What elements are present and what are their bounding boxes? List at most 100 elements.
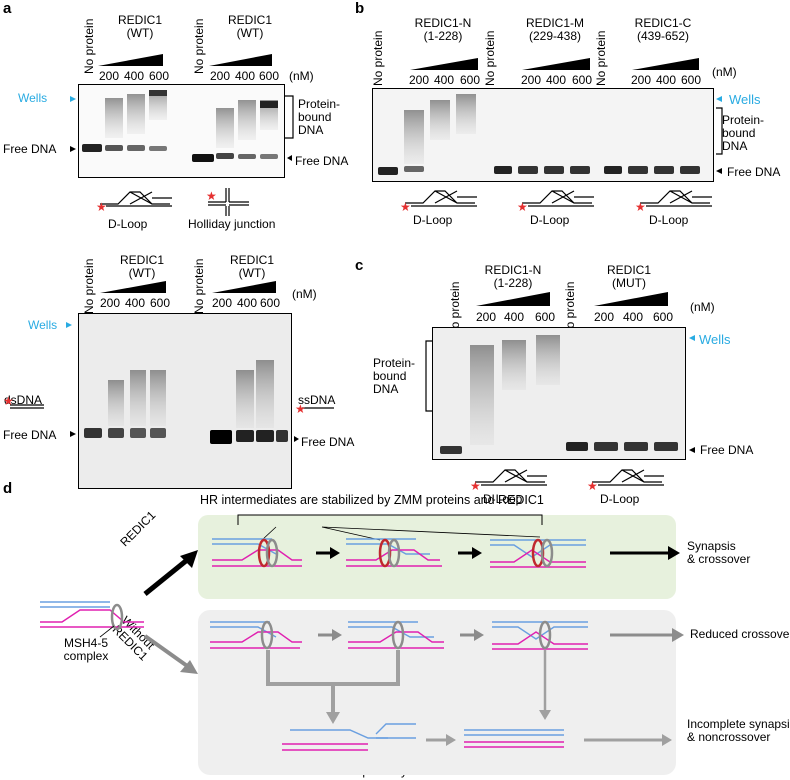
a-free-arrow-4 — [294, 436, 299, 442]
a-ssdna: ssDNA — [298, 393, 336, 407]
d-destab: Destabilization of HR intermediates — [202, 689, 314, 715]
d-destab-down-head — [326, 712, 340, 724]
a-wells-2: Wells — [28, 318, 58, 332]
b-wedge-3 — [632, 58, 699, 70]
a-wells-1: Wells — [18, 91, 48, 105]
a-group3-title: REDIC1 (WT) — [112, 254, 172, 280]
d-redic1-arrow-label: REDIC1 — [117, 508, 159, 550]
a-bracket — [285, 95, 294, 139]
d-gray-arrow-2-head — [474, 629, 484, 641]
a-dloop-star: ★ — [96, 200, 107, 214]
b-c400-1: 400 — [434, 73, 455, 87]
a-wedge-3 — [100, 281, 166, 293]
gel-a-bottom — [78, 313, 292, 489]
a-group2-title: REDIC1 (WT) — [220, 14, 280, 40]
c-g1-line1: REDIC1-N — [484, 263, 542, 277]
b-g2-line2: (229-438) — [528, 29, 582, 43]
c-g2-line1: REDIC1 — [606, 263, 651, 277]
d-step-dna-synthesis: DNA synthesis — [217, 584, 296, 598]
b-pb-line2: bound — [722, 126, 756, 140]
panel-d-label: d — [3, 480, 13, 497]
b-g3-title: REDIC1-C (439-652) — [628, 17, 698, 43]
c-g2-title: REDIC1 (MUT) — [594, 264, 664, 290]
d-synapsis-line1: Synapsis — [687, 539, 736, 553]
a-group2-title-line1: REDIC1 — [227, 13, 272, 27]
a-conc-200-3: 200 — [100, 296, 121, 310]
b-free-dna: Free DNA — [727, 165, 781, 179]
a-group2-title-line2: (WT) — [236, 26, 264, 40]
a-free-arrow-3 — [70, 431, 76, 437]
a-hj-star: ★ — [206, 189, 217, 203]
c-pb-line1: Protein- — [373, 356, 416, 370]
b-dloop-1: D-Loop — [413, 213, 453, 227]
a-wedge-2 — [209, 54, 272, 66]
d-gray-int-1 — [210, 620, 302, 650]
b-star-3: ★ — [635, 200, 646, 214]
a-dloop: D-Loop — [108, 217, 148, 231]
b-g1-line1: REDIC1-N — [414, 16, 472, 30]
a-group3-title-line2: (WT) — [128, 266, 156, 280]
d-arrow-without-head — [180, 660, 198, 674]
c-wells-marker — [689, 335, 695, 341]
b-dloop-2: D-Loop — [530, 213, 570, 227]
d-sdsa: SDSA pathway — [327, 764, 408, 778]
d-arrow-redic1 — [143, 554, 194, 596]
b-protein-bound: Protein- bound DNA — [722, 114, 764, 153]
a-free-arrow-1 — [70, 146, 76, 152]
c-c200-1: 200 — [476, 310, 497, 324]
c-g1-line2: (1-228) — [493, 276, 533, 290]
c-g1-title: REDIC1-N (1-228) — [478, 264, 548, 290]
d-nco-arrow-head — [662, 734, 672, 746]
d-without-redic1: Without REDIC1 — [110, 613, 160, 663]
a-free-dna-1: Free DNA — [3, 142, 57, 156]
d-gray-int-3 — [492, 620, 588, 650]
panel-a-label: a — [3, 0, 12, 17]
a-group1-title-line2: (WT) — [126, 26, 154, 40]
c-free-dna: Free DNA — [700, 443, 754, 457]
a-group4-title-line1: REDIC1 — [229, 253, 274, 267]
a-free-dna-1r: Free DNA — [295, 154, 349, 168]
a-pb-line2: bound — [298, 110, 332, 124]
d-incomplete-line2: & noncrossover — [687, 730, 771, 744]
a-pb-line3: DNA — [298, 123, 324, 137]
a-conc-400-2: 400 — [235, 69, 256, 83]
d-destab-bracket — [266, 650, 400, 686]
d-sdsa-arrow-head — [446, 734, 456, 746]
d-step-arrow-3-head — [668, 546, 680, 560]
a-no-protein-2: No protein — [192, 18, 206, 74]
c-c200-2: 200 — [594, 310, 615, 324]
b-c200-3: 200 — [631, 73, 652, 87]
b-wells: Wells — [729, 92, 761, 107]
b-nm: (nM) — [712, 65, 737, 79]
d-msh-label: MSH4-5 complex — [56, 637, 116, 663]
b-c600-3: 600 — [681, 73, 702, 87]
d-green-int-3 — [490, 538, 586, 568]
d-redic1-label: REDIC1 — [276, 519, 321, 533]
b-no-protein-3: No protein — [594, 30, 608, 86]
b-c400-2: 400 — [546, 73, 567, 87]
b-wedge-1 — [410, 58, 478, 70]
a-conc-400-1: 400 — [124, 69, 145, 83]
c-star-1: ★ — [470, 479, 481, 493]
d-nco-product — [464, 729, 564, 748]
gel-a-top — [78, 84, 285, 178]
b-g2-line1: REDIC1-M — [525, 16, 584, 30]
b-c200-1: 200 — [409, 73, 430, 87]
a-nm-1: (nM) — [289, 69, 314, 83]
c-dloop-1: D-Loop — [483, 492, 523, 506]
d-incomplete-line1: Incomplete synapsis — [687, 717, 790, 731]
a-conc-400-3: 400 — [125, 296, 146, 310]
b-no-protein-2: No protein — [483, 30, 497, 86]
a-group1-title-line1: REDIC1 — [117, 13, 162, 27]
b-pb-line1: Protein- — [722, 113, 765, 127]
b-g1-title: REDIC1-N (1-228) — [408, 17, 478, 43]
d-reduced: Reduced crossover — [690, 627, 790, 641]
b-g1-line2: (1-228) — [423, 29, 463, 43]
c-star-2: ★ — [587, 479, 598, 493]
c-wedge-1 — [476, 292, 550, 306]
b-dloop-3: D-Loop — [649, 213, 689, 227]
b-wells-marker — [716, 96, 722, 102]
b-c600-2: 600 — [572, 73, 593, 87]
a-hj-schematic — [208, 188, 249, 216]
gel-c — [432, 327, 686, 460]
